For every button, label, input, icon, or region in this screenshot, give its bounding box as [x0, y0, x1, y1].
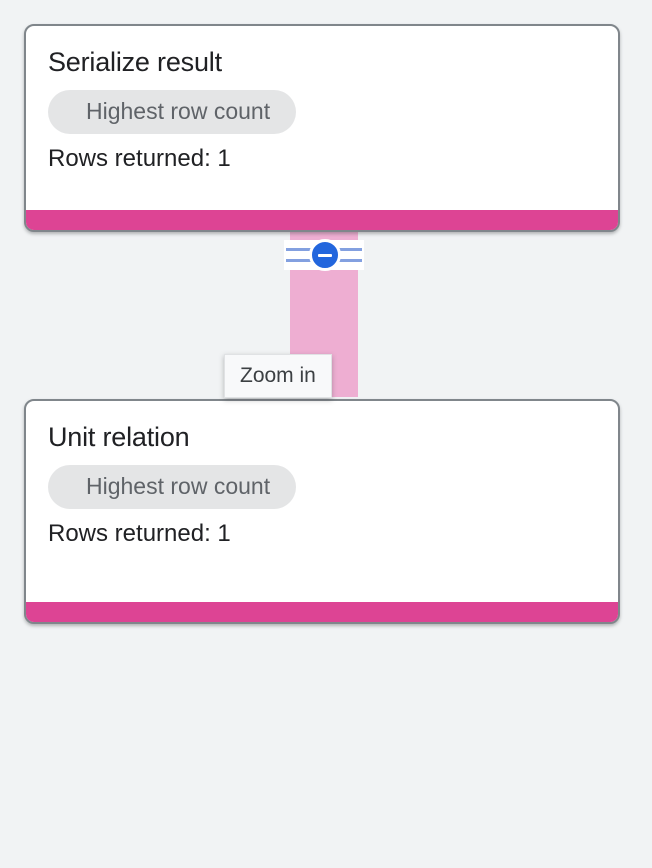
node-card-unit-relation[interactable]: Unit relation Highest row count Rows ret…: [24, 399, 620, 624]
node-card-body: Serialize result Highest row count Rows …: [26, 26, 618, 173]
node-accent-bar: [26, 210, 618, 230]
zoom-in-tooltip: Zoom in: [224, 354, 332, 398]
node-title: Unit relation: [48, 422, 190, 452]
node-accent-bar: [26, 602, 618, 622]
rows-returned-label: Rows returned: 1: [48, 145, 231, 172]
minus-glyph: [318, 253, 332, 257]
highest-row-count-chip[interactable]: Highest row count: [48, 90, 297, 134]
node-title: Serialize result: [48, 47, 222, 77]
node-card-body: Unit relation Highest row count Rows ret…: [26, 401, 618, 548]
highest-row-count-chip[interactable]: Highest row count: [48, 465, 297, 509]
node-card-serialize-result[interactable]: Serialize result Highest row count Rows …: [24, 24, 620, 232]
edge-collapse-control[interactable]: [284, 239, 364, 271]
rows-returned-label: Rows returned: 1: [48, 520, 231, 547]
minus-circle-icon[interactable]: [309, 239, 341, 271]
